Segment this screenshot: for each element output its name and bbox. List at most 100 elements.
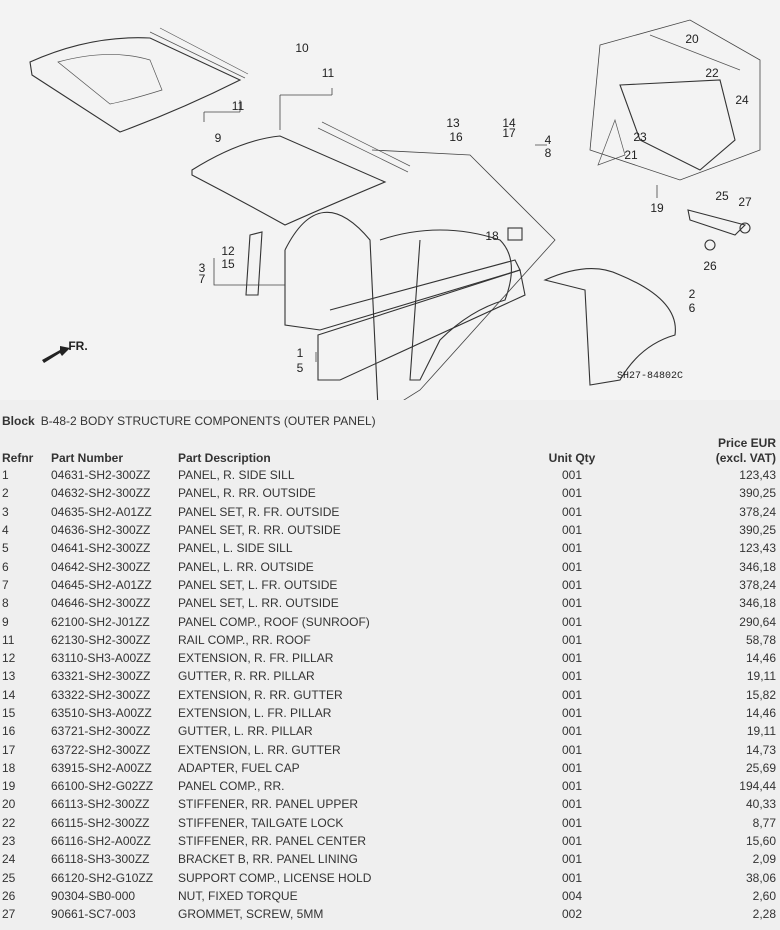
callout: 23: [633, 130, 647, 144]
cell-part-number[interactable]: 04646-SH2-300ZZ: [51, 596, 151, 611]
cell-price: 14,46: [745, 651, 776, 666]
cell-part-number[interactable]: 66116-SH2-A00ZZ: [51, 834, 151, 849]
cell-refnr: 2: [2, 486, 9, 501]
cell-part-number[interactable]: 04645-SH2-A01ZZ: [51, 577, 152, 592]
cell-qty: 001: [561, 834, 583, 849]
callout: 20: [685, 32, 699, 46]
cell-qty: 001: [561, 651, 583, 666]
cell-part-number[interactable]: 63110-SH3-A00ZZ: [51, 651, 151, 666]
cell-part-number[interactable]: 62100-SH2-J01ZZ: [51, 614, 150, 629]
cell-part-number[interactable]: 63510-SH3-A00ZZ: [51, 706, 152, 720]
cell-part-number[interactable]: 63915-SH2-A00ZZ: [51, 760, 152, 775]
cell-price: 40,33: [745, 797, 776, 812]
cell-refnr: 6: [2, 559, 9, 574]
cell-part-number[interactable]: 62130-SH2-300ZZ: [51, 632, 151, 647]
cell-price: 58,78: [745, 632, 776, 647]
cell-description: STIFFENER, TAILGATE LOCK: [178, 815, 344, 830]
cell-description: STIFFENER, RR. PANEL UPPER: [178, 797, 359, 812]
cell-description: PANEL COMP., RR.: [178, 779, 285, 794]
callout: 15: [221, 257, 235, 271]
cell-part-number[interactable]: 04641-SH2-300ZZ: [51, 541, 151, 556]
cell-price: 19,11: [746, 724, 776, 739]
cell-description: PANEL, L. RR. OUTSIDE: [178, 559, 314, 574]
cell-qty: 001: [561, 577, 583, 592]
cell-refnr: 18: [2, 760, 16, 775]
cell-description: PANEL SET, R. FR. OUTSIDE: [178, 504, 340, 519]
cell-description: SUPPORT COMP., LICENSE HOLD: [178, 870, 372, 885]
cell-price: 123,43: [739, 468, 776, 483]
callout: 8: [545, 146, 552, 160]
callout-labels: 9 11 10 11 13 14 16 17 4 8 20 22 24 23 2…: [199, 32, 752, 375]
callout: 11: [322, 66, 335, 80]
cell-part-number[interactable]: 04642-SH2-300ZZ: [51, 559, 151, 574]
cell-refnr: 13: [2, 669, 16, 684]
callout: 5: [297, 361, 304, 375]
cell-part-number[interactable]: 66115-SH2-300ZZ: [51, 815, 150, 830]
cell-refnr: 4: [2, 523, 9, 538]
cell-refnr: 22: [2, 815, 16, 830]
cell-qty: 001: [561, 706, 583, 720]
callout: 1: [297, 346, 304, 360]
table-row: 3 04635-SH2-A01ZZ PANEL SET, R. FR. OUTSID…: [0, 503, 780, 521]
callout: 18: [485, 229, 499, 243]
cell-qty: 001: [561, 541, 583, 556]
cell-price: 2,09: [752, 852, 776, 867]
cell-part-number[interactable]: 66113-SH2-300ZZ: [51, 797, 150, 812]
cell-part-number[interactable]: 63322-SH2-300ZZ: [51, 687, 151, 702]
cell-description: BRACKET B, RR. PANEL LINING: [178, 852, 358, 867]
cell-refnr: 3: [2, 504, 9, 519]
cell-refnr: 11: [2, 632, 15, 647]
cell-part-number[interactable]: 66100-SH2-G02ZZ: [51, 779, 154, 794]
cell-part-number[interactable]: 63321-SH2-300ZZ: [51, 669, 151, 684]
callout: 7: [199, 272, 206, 286]
table-header: Refnr Part Number Part Description Unit …: [0, 434, 780, 466]
cell-part-number[interactable]: 90304-SB0-000: [51, 888, 136, 903]
cell-qty: 001: [561, 760, 583, 775]
cell-part-number[interactable]: 04632-SH2-300ZZ: [51, 486, 151, 501]
cell-part-number[interactable]: 63722-SH2-300ZZ: [51, 742, 151, 757]
cell-part-number[interactable]: 66118-SH3-300ZZ: [51, 852, 150, 867]
cell-part-number[interactable]: 90661-SC7-003: [51, 907, 136, 922]
cell-description: GUTTER, R. RR. PILLAR: [178, 669, 315, 684]
cell-description: EXTENSION, L. RR. GUTTER: [178, 742, 341, 757]
front-arrow-label: FR.: [68, 339, 87, 353]
cell-part-number[interactable]: 04635-SH2-A01ZZ: [51, 504, 152, 519]
cell-price: 290,64: [739, 614, 776, 629]
cell-qty: 001: [561, 596, 583, 611]
callout: 19: [650, 201, 664, 215]
cell-description: PANEL, R. SIDE SILL: [178, 468, 295, 483]
cell-part-number[interactable]: 04631-SH2-300ZZ: [51, 468, 151, 483]
callout: 2: [689, 287, 696, 301]
cell-description: EXTENSION, R. FR. PILLAR: [178, 651, 334, 666]
cell-part-number[interactable]: 66120-SH2-G10ZZ: [51, 870, 154, 885]
cell-refnr: 19: [2, 779, 16, 794]
header-price-line1: Price EUR: [717, 436, 776, 450]
cell-qty: 002: [561, 907, 583, 922]
cell-refnr: 23: [2, 834, 16, 849]
cell-qty: 004: [561, 888, 583, 903]
cell-refnr: 1: [2, 468, 9, 483]
block-label: Block: [2, 414, 35, 428]
drawing-code: SH27-84802C: [617, 371, 683, 382]
cell-description: PANEL, L. SIDE SILL: [178, 541, 293, 556]
cell-qty: 001: [561, 523, 583, 538]
cell-part-number[interactable]: 04636-SH2-300ZZ: [51, 523, 151, 538]
callout: 16: [449, 130, 463, 144]
cell-price: 378,24: [739, 577, 776, 592]
callout: 25: [715, 189, 729, 203]
callout: 26: [703, 259, 717, 273]
parts-table: Refnr Part Number Part Description Unit …: [0, 434, 780, 923]
cell-qty: 001: [561, 468, 583, 483]
callout: 21: [624, 148, 638, 162]
cell-part-number[interactable]: 63721-SH2-300ZZ: [51, 724, 151, 739]
cell-qty: 001: [561, 687, 583, 702]
cell-description: GUTTER, L. RR. PILLAR: [178, 724, 313, 739]
